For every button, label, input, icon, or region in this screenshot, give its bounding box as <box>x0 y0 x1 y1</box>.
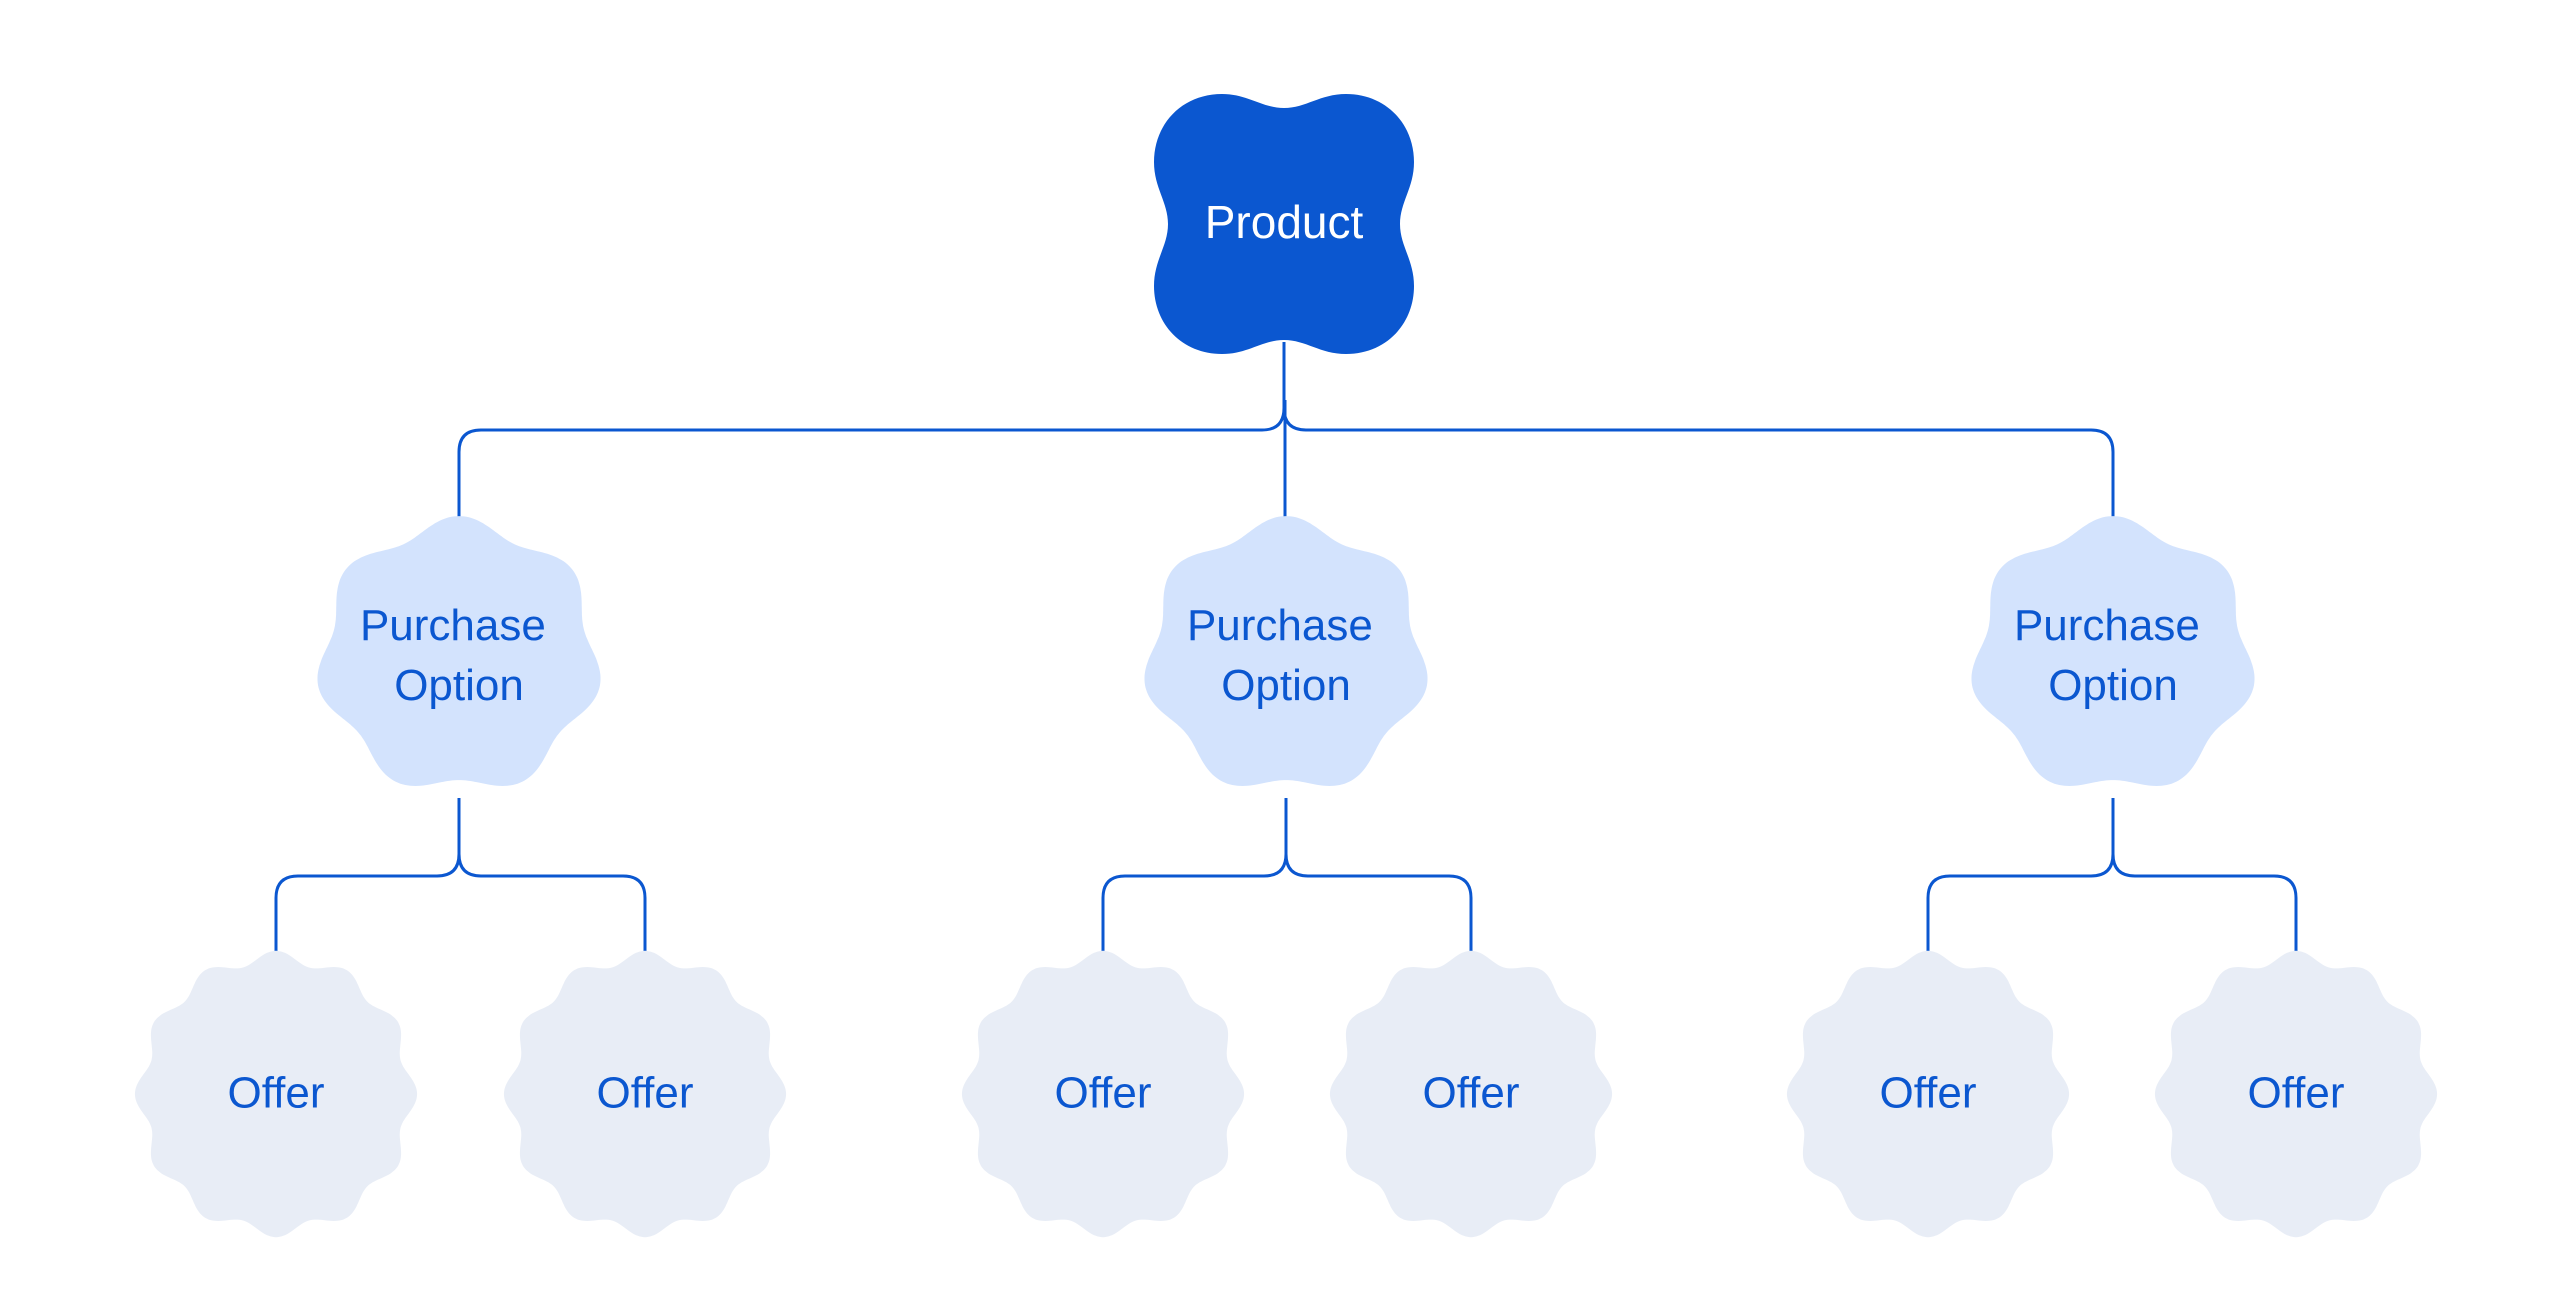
offer-label: Offer <box>1054 1069 1151 1118</box>
product-connector-right <box>1282 407 2115 522</box>
offer-shape <box>1786 950 2070 1238</box>
purchase-option-node: Purchase Option <box>1971 516 2255 786</box>
offer-shape <box>2154 950 2438 1238</box>
offer-node: Offer <box>503 950 787 1238</box>
purchase-option-label: Purchase Option <box>2014 601 2212 710</box>
option-connector-right <box>457 853 647 952</box>
offer-shape <box>961 950 1245 1238</box>
purchase-option-shape <box>317 516 601 786</box>
purchase-option-node: Purchase Option <box>317 516 601 786</box>
product-shape <box>1154 94 1414 354</box>
offer-node: Offer <box>961 950 1245 1238</box>
purchase-option-shape <box>1144 516 1428 786</box>
option-connector-left <box>1101 798 1288 952</box>
product-label: Product <box>1205 196 1364 248</box>
offer-node: Offer <box>134 950 418 1238</box>
product-node: Product <box>1154 94 1414 354</box>
purchase-option-label: Purchase Option <box>360 601 558 710</box>
offer-label: Offer <box>227 1069 324 1118</box>
offer-label: Offer <box>1879 1069 1976 1118</box>
option-connector-right <box>1284 853 1473 952</box>
purchase-option-label: Purchase Option <box>1187 601 1385 710</box>
option-connector-right <box>2111 853 2298 952</box>
offer-node: Offer <box>1329 950 1613 1238</box>
purchase-option-node: Purchase Option <box>1144 516 1428 786</box>
offer-label: Offer <box>1422 1069 1519 1118</box>
offer-label: Offer <box>2247 1069 2344 1118</box>
connectors <box>274 342 2298 952</box>
offer-shape <box>134 950 418 1238</box>
product-connector-left <box>457 342 1286 522</box>
offer-node: Offer <box>2154 950 2438 1238</box>
offer-node: Offer <box>1786 950 2070 1238</box>
option-connector-left <box>1926 798 2115 952</box>
offer-shape <box>1329 950 1613 1238</box>
option-connector-left <box>274 798 461 952</box>
offer-label: Offer <box>596 1069 693 1118</box>
purchase-option-shape <box>1971 516 2255 786</box>
offer-shape <box>503 950 787 1238</box>
